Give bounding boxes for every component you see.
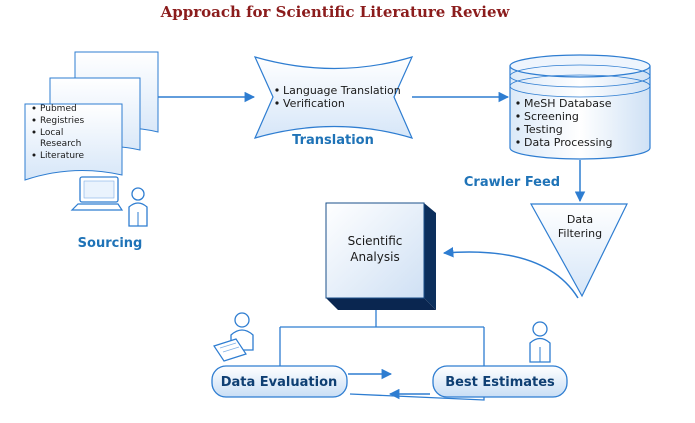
person-laptop-icon: [213, 312, 254, 362]
database-item: Screening: [524, 110, 579, 123]
sourcing-item: Registries: [40, 116, 85, 126]
database-item: MeSH Database: [524, 97, 612, 110]
analysis-connector: [279, 310, 485, 366]
analysis-label-line2: Analysis: [350, 250, 399, 264]
computer-user-icon: [70, 176, 148, 227]
filtering-label-line2: Filtering: [558, 227, 602, 240]
translation-label: Translation: [292, 133, 374, 148]
person-icon: [529, 321, 551, 363]
database-item: Data Processing: [524, 136, 613, 149]
sourcing-item: Local: [40, 128, 63, 138]
database-item: Testing: [523, 123, 563, 136]
sourcing-documents: Pubmed Registries Local Research Literat…: [24, 51, 159, 181]
translation-shape: [253, 56, 414, 139]
diagram-title: Approach for Scientific Literature Revie…: [160, 3, 511, 21]
arrow-filtering-to-analysis: [442, 247, 579, 299]
analysis-label-line1: Scientific: [348, 234, 403, 248]
translation-item: Language Translation: [283, 84, 401, 97]
database-cylinder: [509, 54, 651, 160]
sourcing-item: Literature: [40, 151, 85, 161]
sourcing-label: Sourcing: [78, 236, 143, 251]
best-estimates-label: Best Estimates: [445, 375, 555, 390]
sourcing-item: Research: [40, 139, 81, 149]
filtering-triangle: [529, 203, 628, 298]
sourcing-item: Pubmed: [40, 104, 77, 114]
crawler-feed-label: Crawler Feed: [464, 175, 560, 190]
data-evaluation-pill: [211, 365, 348, 398]
best-estimates-pill: [432, 365, 568, 398]
data-evaluation-label: Data Evaluation: [221, 375, 338, 390]
sourcing-items: Pubmed Registries Local Research Literat…: [32, 104, 85, 161]
analysis-cube: [325, 202, 436, 310]
filtering-label-line1: Data: [567, 213, 593, 226]
translation-item: Verification: [283, 97, 345, 110]
